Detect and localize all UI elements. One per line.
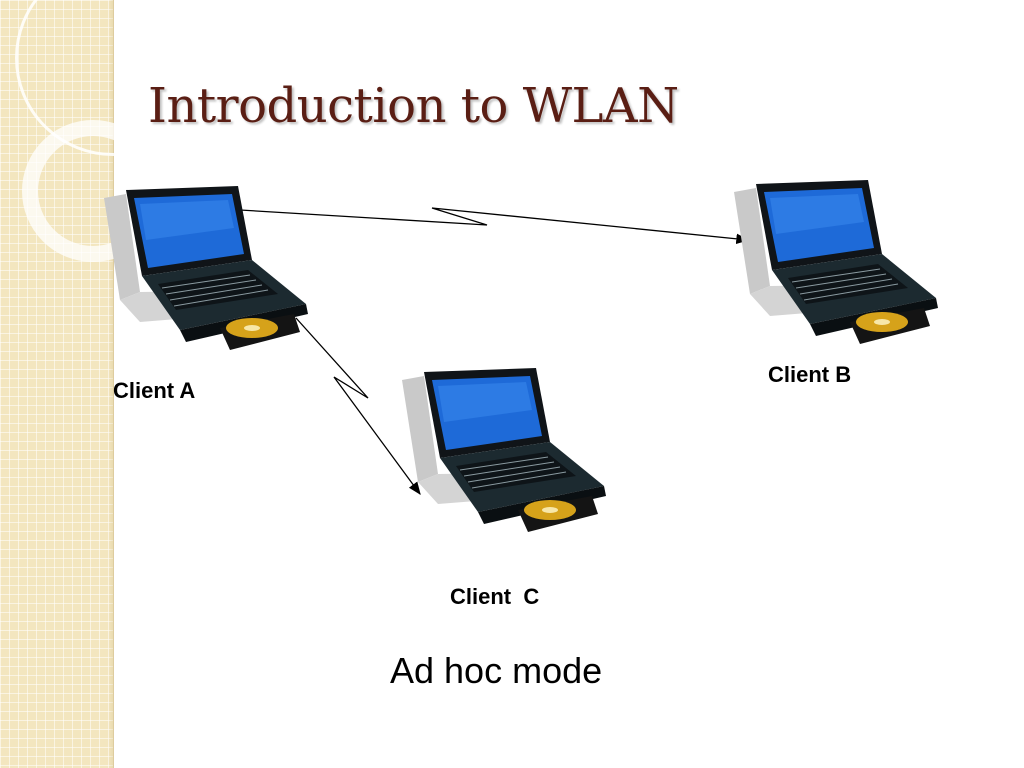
laptop-icon	[402, 368, 606, 532]
client-b-label: Client B	[768, 362, 852, 387]
client-a-label: Client A	[113, 378, 196, 403]
laptop-icon	[734, 180, 938, 344]
sidebar-shadow	[108, 0, 114, 768]
slide-title: Introduction to WLAN	[148, 78, 679, 134]
client-c-label: Client C	[450, 584, 540, 609]
link-a-to-b	[239, 207, 750, 244]
diagram-caption: Ad hoc mode	[390, 650, 603, 691]
laptop-icon	[104, 186, 308, 350]
